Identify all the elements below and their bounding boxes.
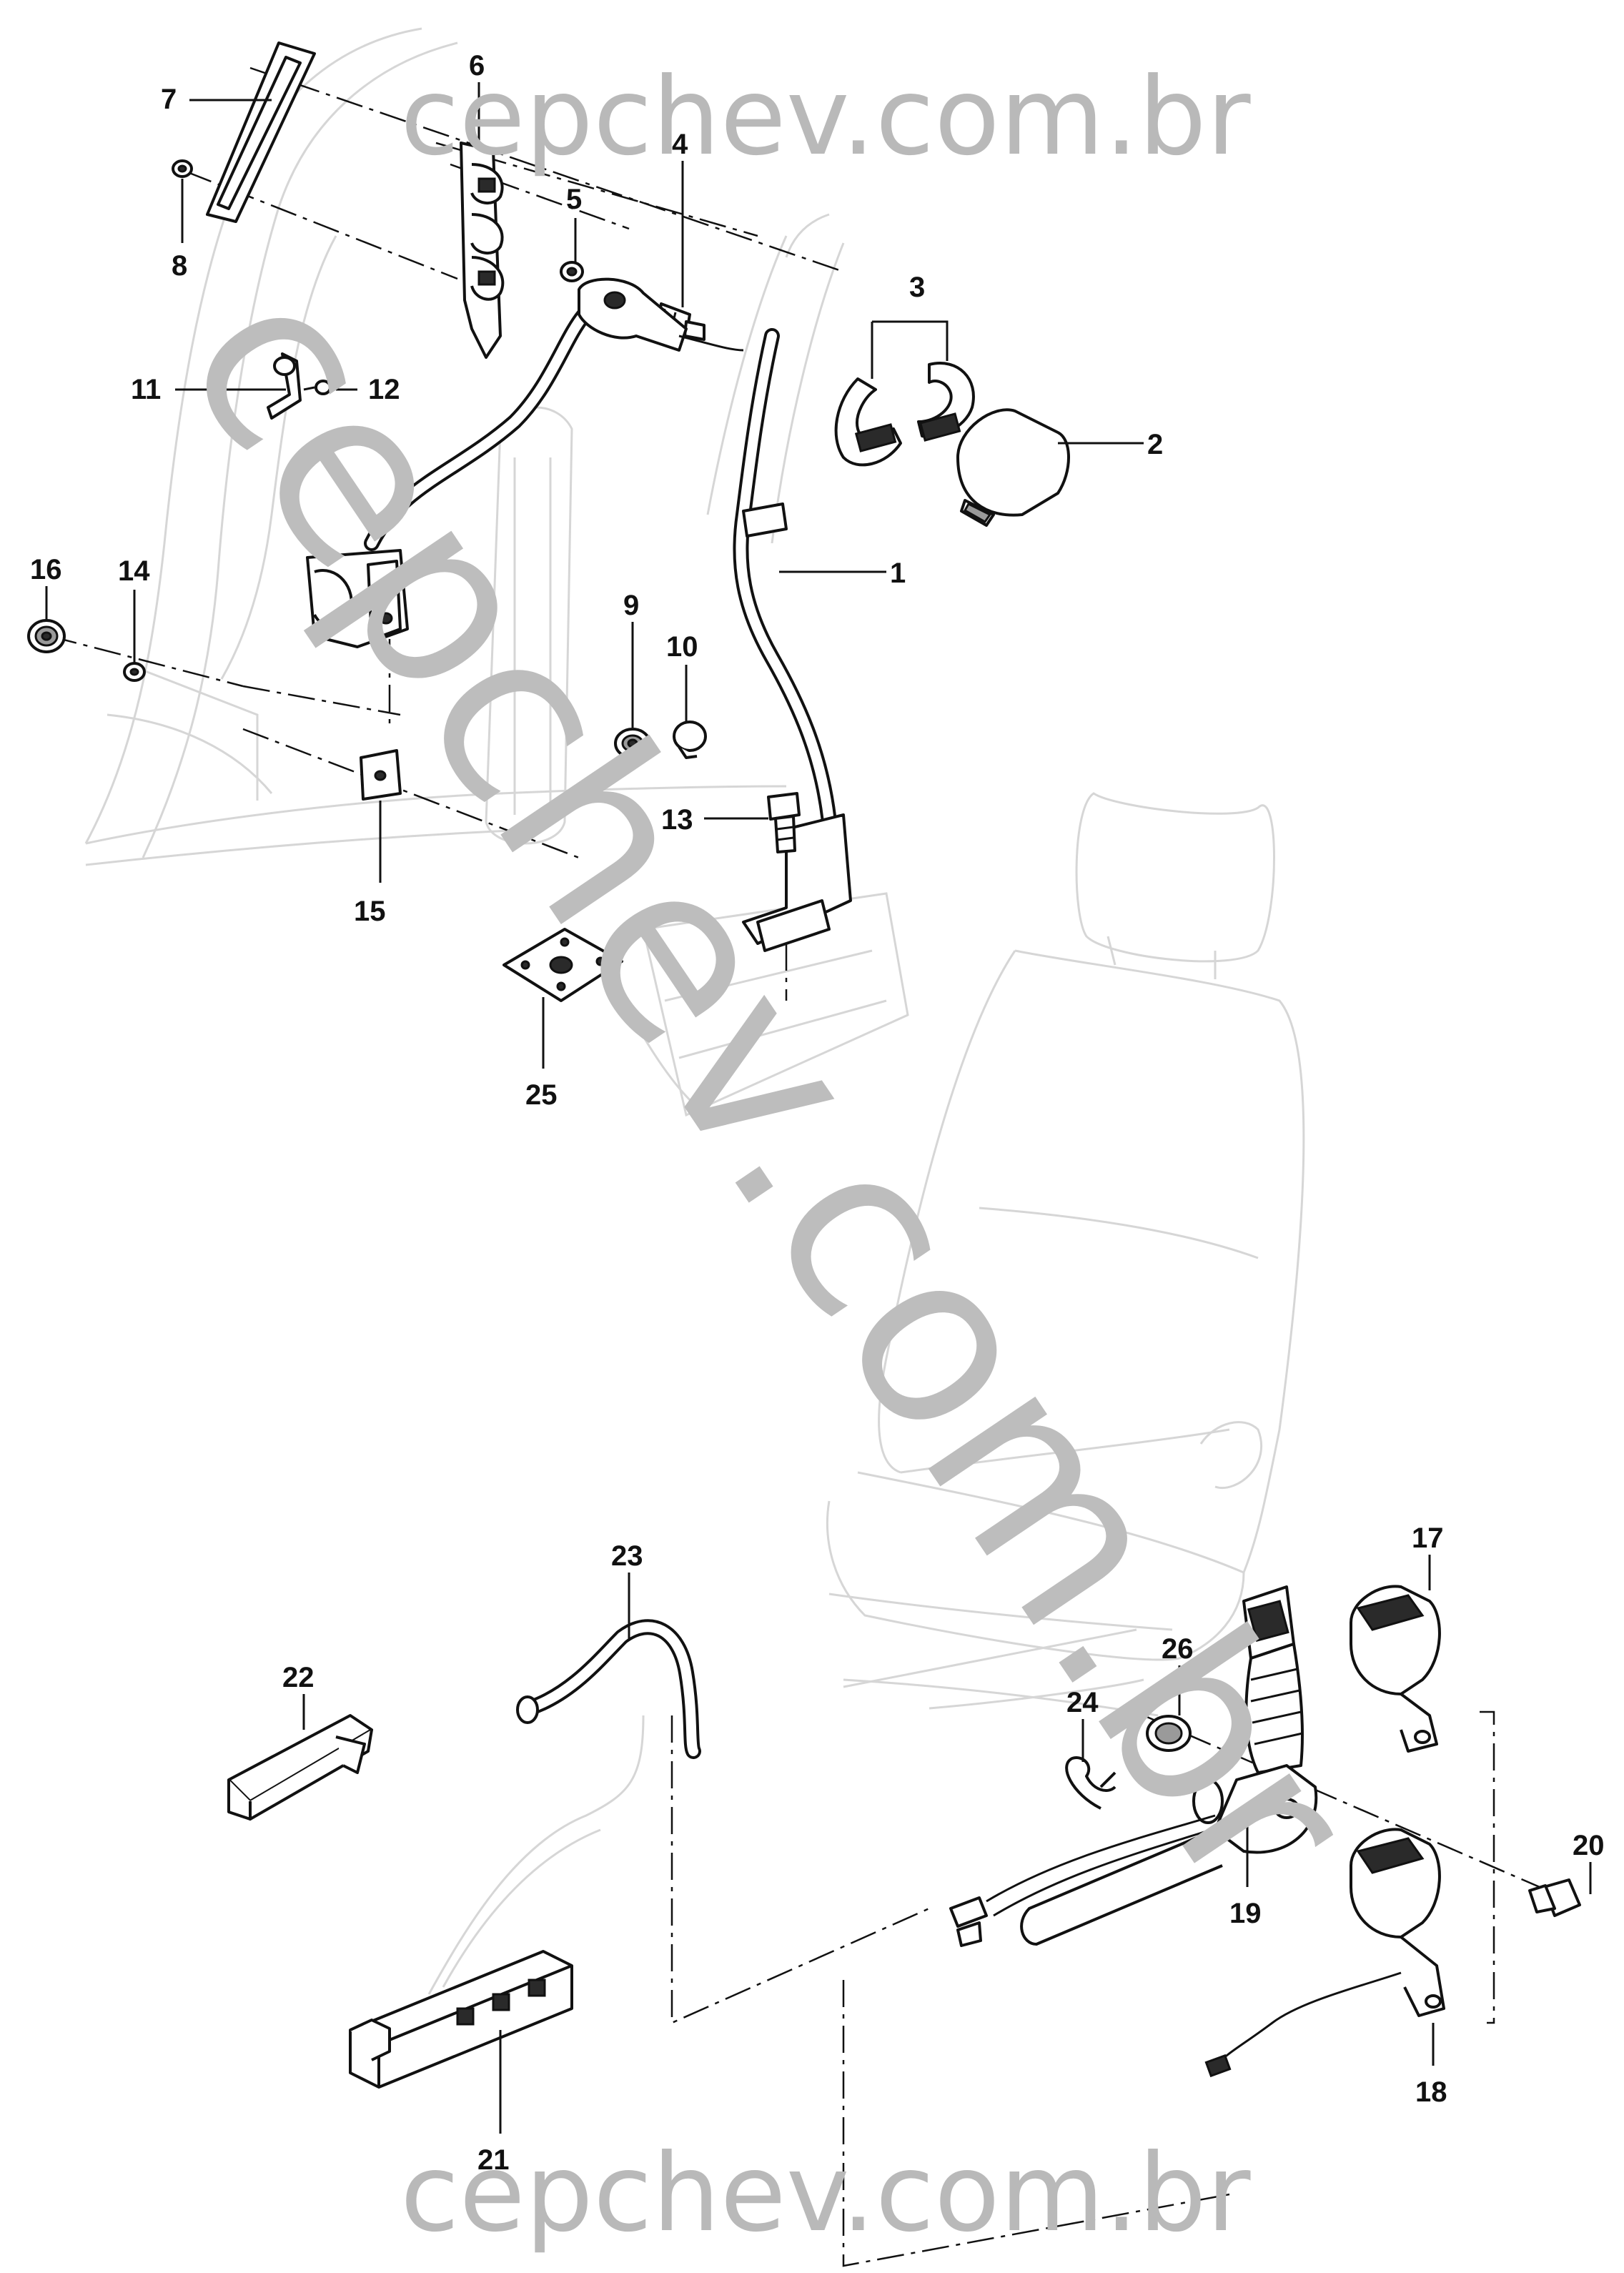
callout-25: 25: [525, 1079, 558, 1111]
callout-8: 8: [172, 250, 187, 282]
callout-18: 18: [1415, 2076, 1447, 2108]
part-2-guide-cover: [956, 408, 1070, 527]
callout-5: 5: [566, 184, 582, 215]
part-12-screw: [303, 380, 332, 395]
part-5-washer: [560, 261, 584, 282]
callout-4: 4: [672, 129, 688, 160]
part-3-belt-guide: [834, 362, 975, 467]
part-24-clip: [1065, 1756, 1116, 1810]
callout-1: 1: [890, 558, 906, 589]
part-9-nut: [614, 728, 651, 759]
part-11-hook: [267, 352, 302, 420]
callout-16: 16: [30, 554, 62, 585]
callout-leaders: [45, 82, 1592, 2134]
callout-15: 15: [354, 896, 386, 927]
callout-26: 26: [1162, 1633, 1194, 1665]
part-18-buckle: [1204, 1828, 1445, 2078]
callout-21: 21: [477, 2144, 510, 2176]
part-22-bracket: [227, 1714, 373, 1821]
part-26-grommet: [1146, 1715, 1192, 1752]
part-8-clip: [172, 159, 193, 178]
callout-2: 2: [1147, 429, 1163, 460]
part-13-bolt: [767, 792, 801, 853]
seat-ghost-outline: [826, 792, 1305, 1717]
part-25-anchor-plate: [502, 928, 623, 1002]
assembly-lines: [49, 66, 1573, 2267]
part-19-buckle-assembly: [949, 1585, 1318, 1947]
part-7-trim-strip: [206, 41, 316, 223]
callout-11: 11: [131, 374, 161, 405]
callout-10: 10: [666, 631, 698, 663]
callout-14: 14: [118, 555, 150, 587]
part-14-washer: [123, 662, 146, 682]
part-16-grommet: [27, 619, 66, 653]
callout-6: 6: [469, 50, 485, 81]
callout-3: 3: [909, 272, 925, 303]
callout-7: 7: [161, 84, 177, 115]
watermark-diagonal: cepchev.com.br: [132, 235, 1407, 1941]
callout-24: 24: [1066, 1687, 1099, 1718]
callout-12: 12: [368, 374, 400, 405]
callout-19: 19: [1229, 1898, 1262, 1929]
part-15-plate-nut: [360, 749, 402, 801]
callout-20: 20: [1573, 1830, 1605, 1861]
part-1-seat-belt: [306, 277, 852, 952]
part-20-bolt: [1528, 1878, 1581, 1917]
part-21-connector: [349, 1715, 645, 2089]
callout-23: 23: [611, 1540, 643, 1572]
part-10-cap: [673, 720, 707, 759]
callout-17: 17: [1412, 1522, 1444, 1554]
callout-9: 9: [623, 590, 639, 621]
part-23-sleeve: [516, 1619, 701, 1759]
watermark-top: cepchev.com.br: [400, 55, 1251, 179]
part-6-height-adjuster: [460, 142, 505, 359]
callout-13: 13: [661, 804, 693, 836]
callout-labels: 1 2 3 4 5 6 7 8 9 10 11 12 13 14 15 16 1…: [30, 50, 1605, 2176]
callout-22: 22: [282, 1662, 315, 1693]
watermark-bottom: cepchev.com.br: [400, 2131, 1251, 2256]
part-17-buckle: [1350, 1585, 1441, 1753]
